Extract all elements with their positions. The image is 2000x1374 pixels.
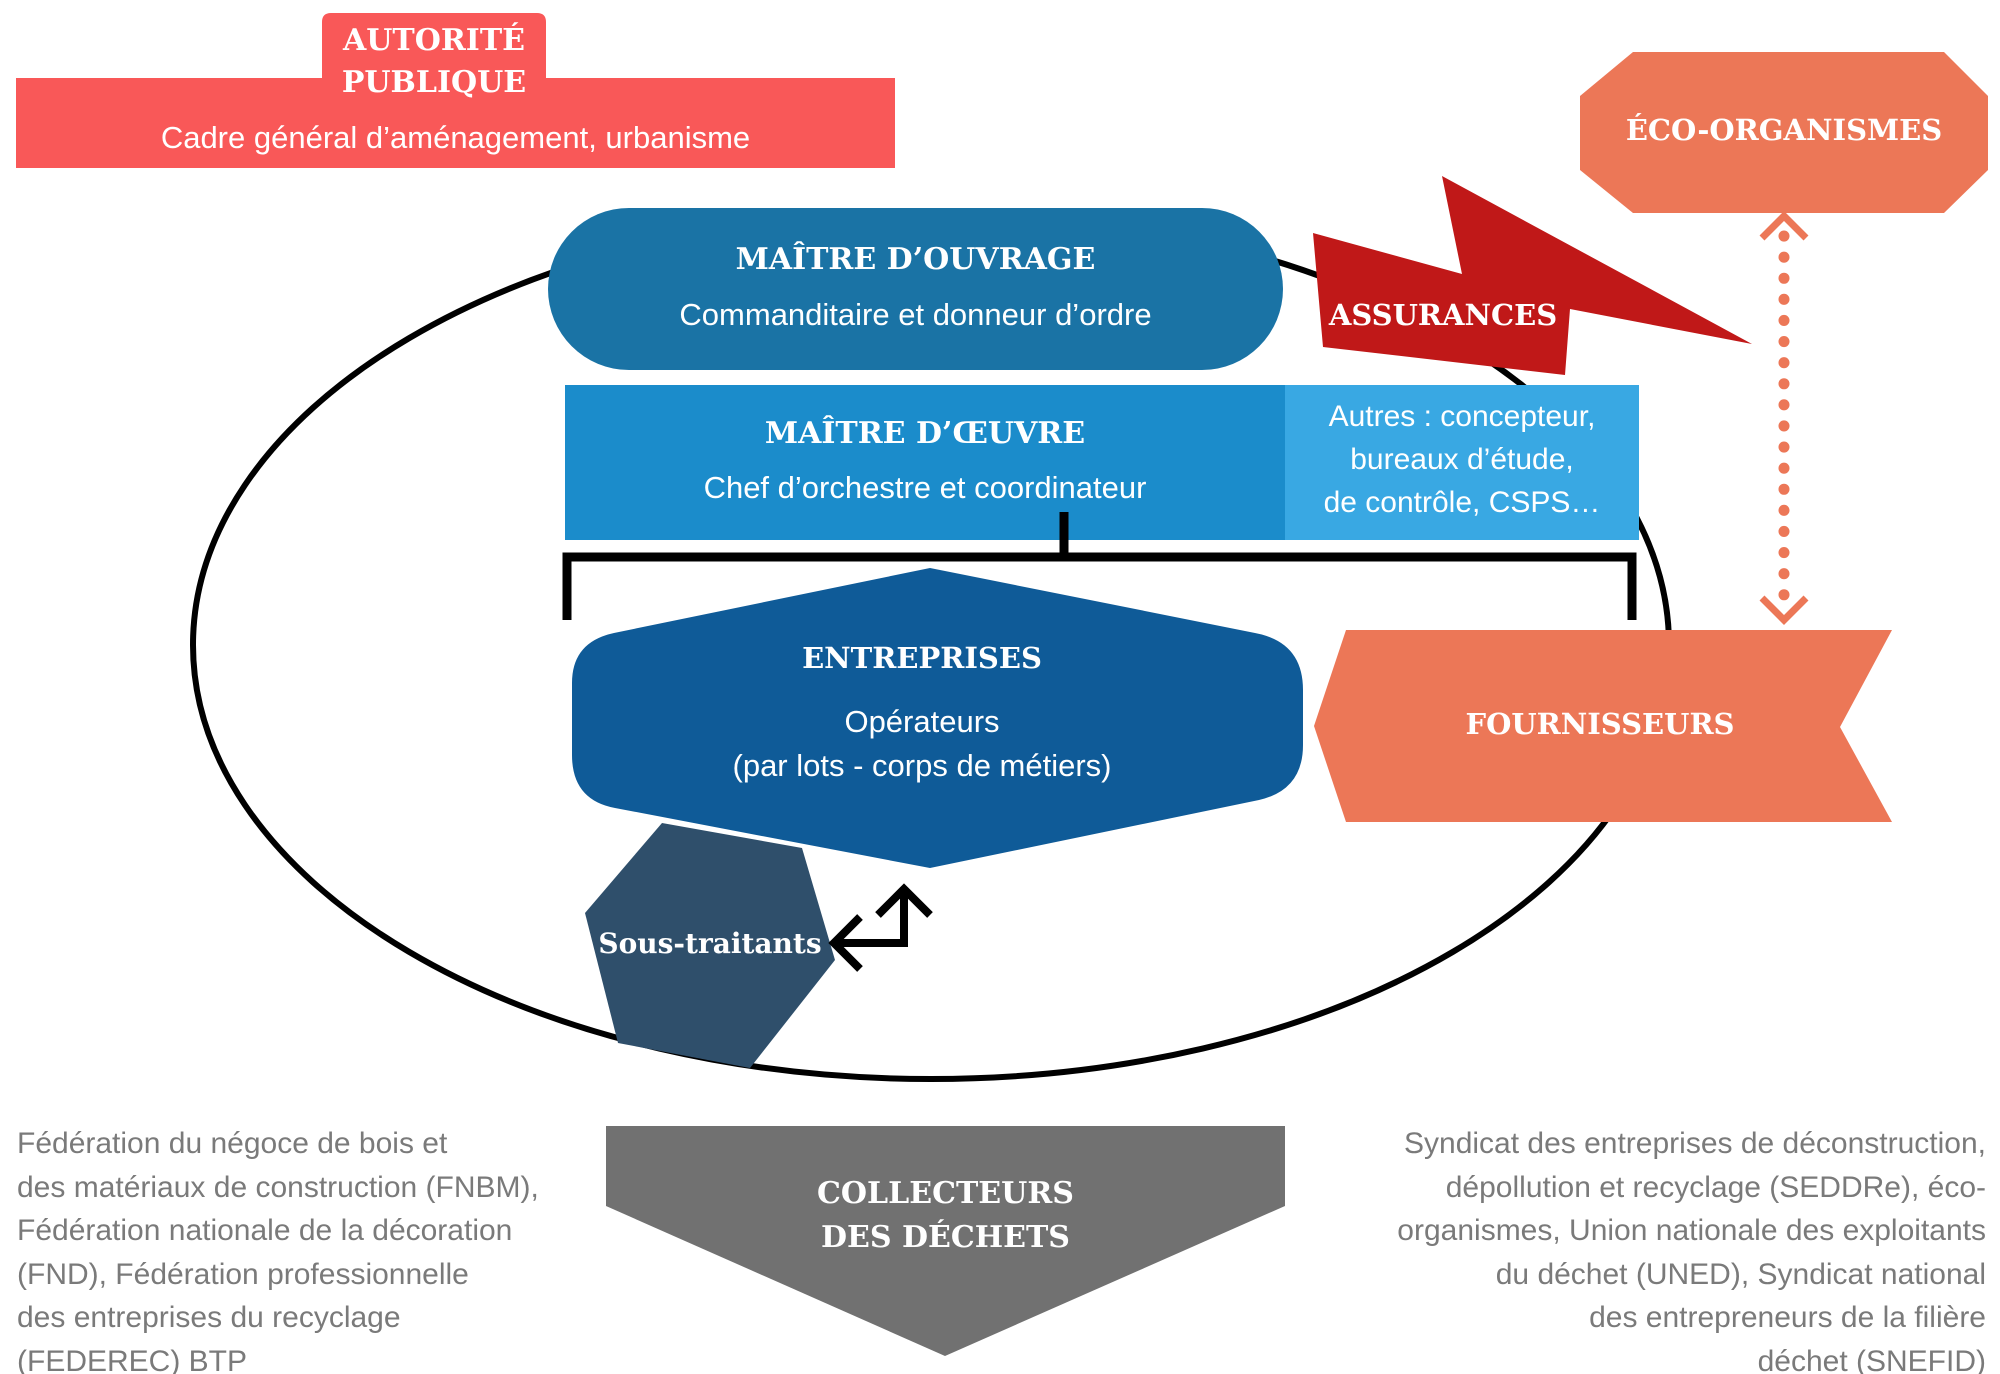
entreprises-subtitle: Opérateurs (par lots - corps de métiers) <box>572 700 1272 788</box>
autres-text: Autres : concepteur, bureaux d’étude, de… <box>1285 395 1639 524</box>
autorite-title-line1: AUTORITÉ <box>342 23 526 58</box>
maitre-ouvrage-title: MAÎTRE D’OUVRAGE <box>735 242 1096 277</box>
arrow-up-head-icon <box>1759 211 1809 241</box>
arrow-left-head-icon <box>828 914 863 972</box>
entreprises-subtitle-line2: (par lots - corps de métiers) <box>732 748 1112 783</box>
left-note-line-3: Fédération nationale de la décoration <box>17 1214 513 1247</box>
assurances-lightning-shape <box>1313 176 1752 375</box>
entreprises-subtitle-line1: Opérateurs <box>844 704 1000 739</box>
left-note-line-1: Fédération du négoce de bois et <box>17 1127 448 1160</box>
collecteurs-shape <box>606 1126 1285 1356</box>
arrow-connector <box>834 889 908 947</box>
right-note-line-5: des entrepreneurs de la filière <box>1589 1301 1986 1334</box>
collecteurs-title-line1: COLLECTEURS <box>817 1176 1074 1211</box>
autres-shape <box>1285 385 1639 540</box>
maitre-ouvrage-subtitle: Commanditaire et donneur d’ordre <box>679 297 1152 332</box>
collecteurs-title-line2: DES DÉCHETS <box>821 1220 1070 1255</box>
autorite-shape <box>16 13 895 168</box>
left-note-line-2: des matériaux de construction (FNBM), <box>17 1170 539 1204</box>
sous-traitants-title: Sous-traitants <box>598 927 822 960</box>
collecteurs-title: COLLECTEURS DES DÉCHETS <box>606 1172 1285 1260</box>
maitre-oeuvre-subtitle: Chef d’orchestre et coordinateur <box>703 470 1147 505</box>
eco-organismes-title: ÉCO-ORGANISMES <box>1625 113 1943 147</box>
fournisseurs-shape <box>1314 630 1892 822</box>
maitre-oeuvre-title: MAÎTRE D’ŒUVRE <box>764 416 1086 451</box>
entreprises-title: ENTREPRISES <box>802 641 1042 675</box>
left-note: Fédération du négoce de bois et des maté… <box>17 1122 539 1374</box>
left-note-line-4: (FND), Fédération professionnelle <box>17 1257 469 1291</box>
maitre-ouvrage-shape <box>548 208 1283 370</box>
autorite-subtitle: Cadre général d’aménagement, urbanisme <box>160 120 751 155</box>
eco-organismes-shape <box>1580 52 1988 213</box>
entreprises-shape <box>572 568 1303 868</box>
fournisseurs-title: FOURNISSEURS <box>1465 707 1735 741</box>
right-note-line-2: dépollution et recyclage (SEDDRe), éco- <box>1445 1170 1986 1204</box>
autres-line-3: de contrôle, CSPS… <box>1323 486 1601 519</box>
left-note-line-6: (FEDEREC) BTP <box>17 1344 248 1374</box>
autorite-title: AUTORITÉ PUBLIQUE <box>322 20 546 104</box>
arrow-down-head-icon <box>1759 595 1809 625</box>
maitre-oeuvre-shape <box>565 385 1285 540</box>
assurances-title: ASSURANCES <box>1328 298 1558 332</box>
autres-line-1: Autres : concepteur, <box>1328 400 1596 433</box>
right-note-line-3: organismes, Union nationale des exploita… <box>1397 1214 1986 1247</box>
right-note-line-1: Syndicat des entreprises de déconstructi… <box>1404 1127 1986 1160</box>
autres-line-2: bureaux d’étude, <box>1350 443 1574 476</box>
right-note-line-4: du déchet (UNED), Syndicat national <box>1495 1257 1986 1291</box>
arrow-up-black-head-icon <box>875 883 933 918</box>
left-note-line-5: des entreprises du recyclage <box>17 1301 401 1334</box>
right-note-line-6: déchet (SNEFID) <box>1757 1344 1986 1374</box>
right-note: Syndicat des entreprises de déconstructi… <box>1397 1122 1986 1374</box>
sous-traitants-shape <box>585 823 835 1068</box>
bracket-connector <box>562 552 1637 620</box>
autorite-title-line2: PUBLIQUE <box>341 65 527 100</box>
